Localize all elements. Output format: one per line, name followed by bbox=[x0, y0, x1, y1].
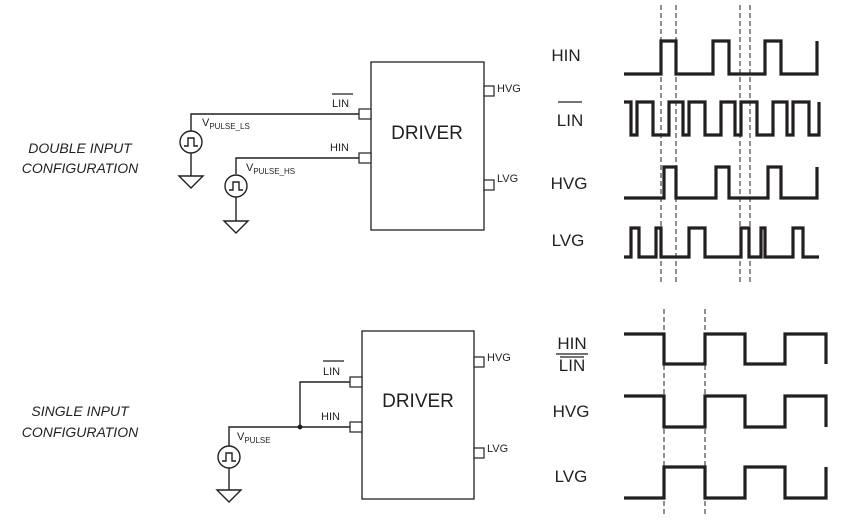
double-waveform-lin bbox=[624, 100, 821, 137]
single-wire-lin bbox=[299, 381, 350, 427]
single-pin-hin bbox=[349, 421, 363, 433]
double-pin-lvg bbox=[483, 179, 495, 191]
double-driver-label: DRIVER bbox=[391, 123, 463, 144]
single-wave-label-lvg: LVG bbox=[555, 467, 588, 486]
single-driver-box bbox=[361, 330, 475, 500]
double-pulse-source-ls-label: VPULSE_LS bbox=[202, 117, 250, 131]
double-wire-lin bbox=[190, 113, 359, 131]
single-pin-lvg bbox=[473, 447, 485, 459]
double-pulse-source-ls-icon bbox=[179, 130, 203, 154]
single-waveform-hin-lin bbox=[624, 332, 828, 366]
double-title-line2: CONFIGURATION bbox=[22, 160, 139, 176]
double-ground-ls-icon bbox=[177, 175, 205, 189]
single-ground-icon bbox=[215, 489, 243, 503]
double-pulse-source-hs-icon bbox=[224, 174, 248, 198]
double-ground-hs-icon bbox=[222, 220, 250, 234]
single-title-line2: CONFIGURATION bbox=[22, 424, 139, 440]
double-wave-label-lin: LIN bbox=[557, 111, 583, 130]
double-pulse-source-hs-label: VPULSE_HS bbox=[246, 162, 295, 176]
single-wire-junction bbox=[297, 424, 303, 430]
single-wave-label-lin: LIN bbox=[559, 356, 585, 375]
double-pin-lin-label: LIN bbox=[332, 98, 349, 110]
single-pulse-source-icon bbox=[217, 445, 241, 469]
single-title-line1: SINGLE INPUT bbox=[31, 403, 130, 419]
double-waveform-lvg bbox=[624, 226, 819, 259]
double-wave-label-hvg: HVG bbox=[551, 174, 588, 193]
double-pin-lvg-label: LVG bbox=[497, 173, 518, 185]
double-pin-hvg bbox=[483, 85, 495, 97]
single-pin-hvg-label: HVG bbox=[487, 352, 511, 364]
single-wave-label-hvg: HVG bbox=[553, 402, 590, 421]
single-pin-lin-label: LIN bbox=[323, 366, 340, 378]
double-driver-box bbox=[370, 61, 485, 231]
double-pin-hvg-label: HVG bbox=[497, 83, 521, 95]
double-pin-hin-label: HIN bbox=[330, 142, 349, 154]
double-wave-label-lvg: LVG bbox=[552, 231, 585, 250]
single-pulse-source-label: VPULSE bbox=[237, 431, 271, 445]
single-waveform-lvg bbox=[624, 465, 828, 500]
single-waveform-hvg bbox=[624, 394, 828, 429]
double-wire-hin bbox=[235, 157, 359, 174]
double-wave-label-hin: HIN bbox=[551, 46, 580, 65]
single-driver-label: DRIVER bbox=[382, 391, 454, 412]
double-waveform-hin bbox=[624, 39, 819, 76]
double-pin-lin bbox=[358, 108, 372, 120]
single-pin-lin bbox=[349, 376, 363, 388]
double-input-section: DOUBLE INPUT CONFIGURATION DRIVER LIN HI… bbox=[22, 5, 821, 283]
single-input-section: SINGLE INPUT CONFIGURATION DRIVER LIN HI… bbox=[22, 309, 828, 514]
single-pin-hvg bbox=[473, 356, 485, 368]
single-pin-lvg-label: LVG bbox=[487, 443, 508, 455]
double-title-line1: DOUBLE INPUT bbox=[28, 140, 133, 156]
single-pin-hin-label: HIN bbox=[321, 411, 340, 423]
single-wave-label-hin: HIN bbox=[557, 334, 586, 353]
double-pin-hin bbox=[358, 152, 372, 164]
double-waveform-hvg bbox=[624, 165, 819, 200]
single-wire-hin bbox=[228, 426, 350, 446]
